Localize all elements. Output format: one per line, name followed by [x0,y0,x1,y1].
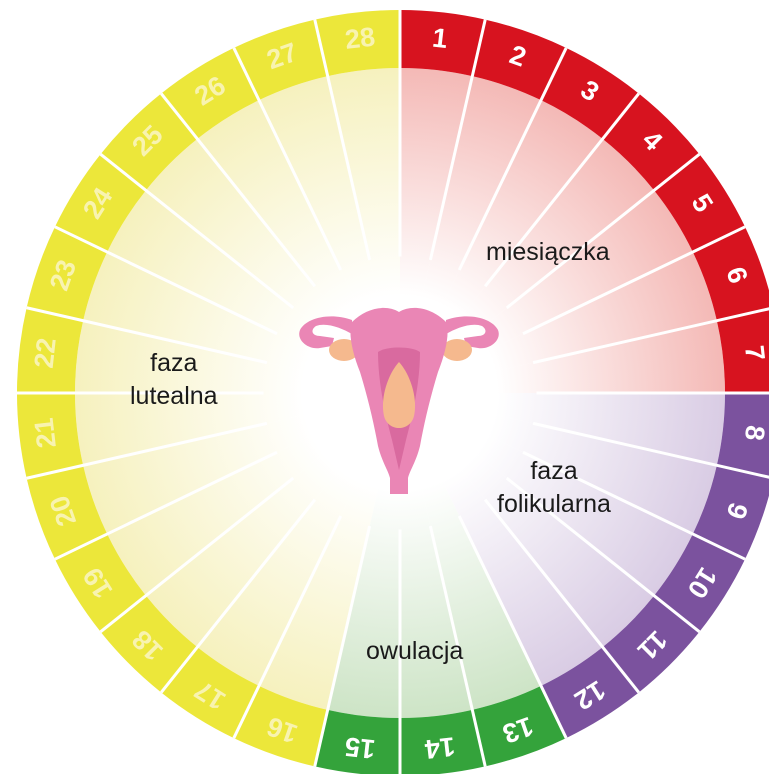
label-follicular: faza folikularna [497,455,611,521]
day-number-28: 28 [343,22,376,55]
day-number-15: 15 [343,731,376,764]
label-luteal: faza lutealna [130,347,218,413]
label-ovulation: owulacja [366,635,463,668]
day-number-7: 7 [739,344,769,362]
label-menstruation: miesiączka [486,236,610,269]
day-number-14: 14 [423,731,456,764]
day-number-22: 22 [29,336,62,369]
day-number-21: 21 [29,416,62,449]
